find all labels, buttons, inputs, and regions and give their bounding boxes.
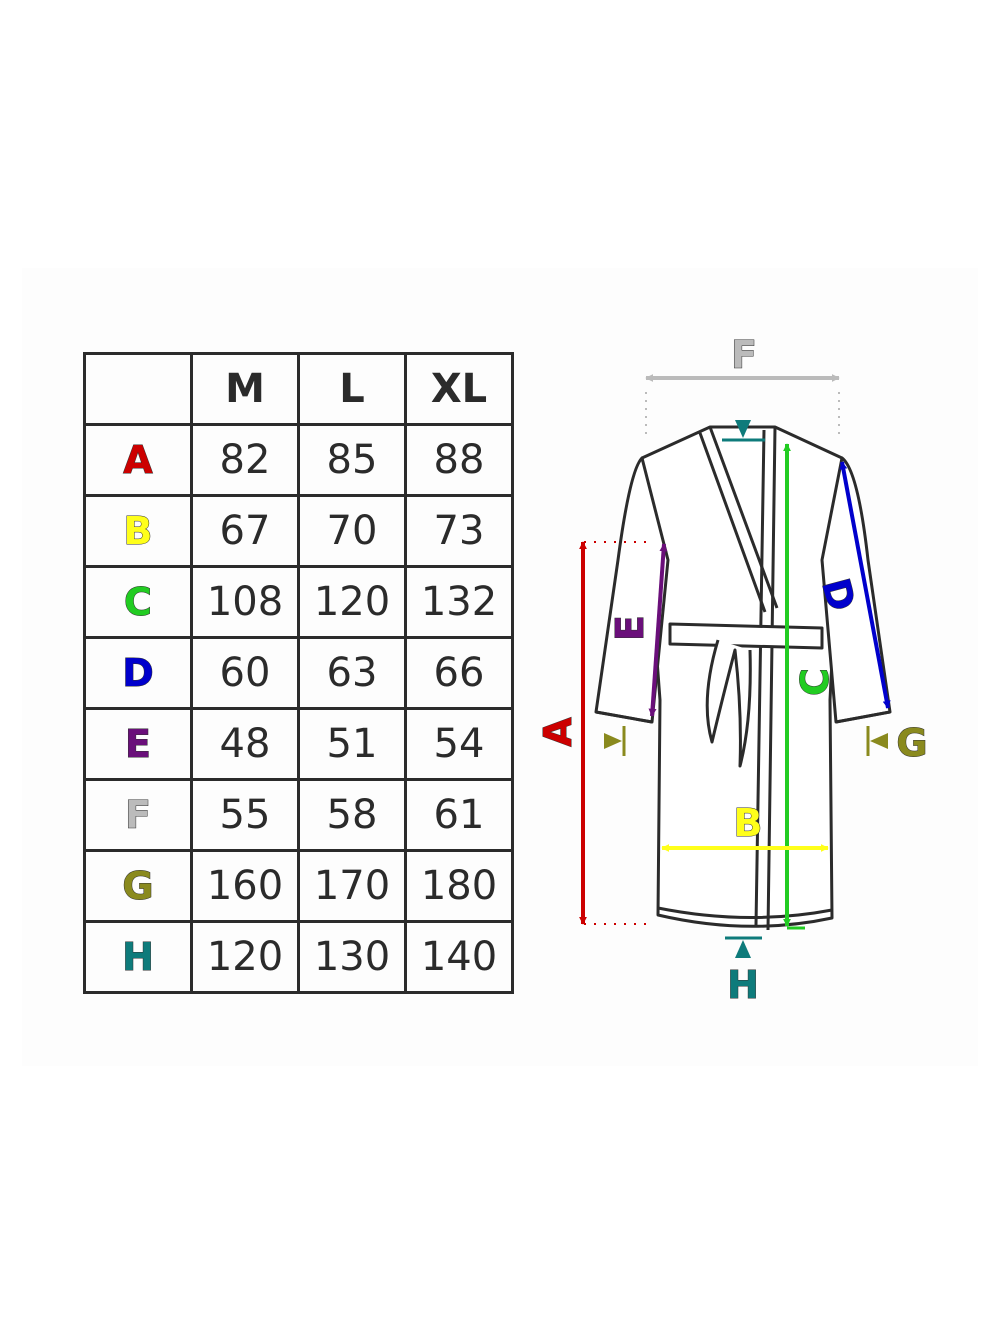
dimension-f xyxy=(645,374,840,440)
table-row: F 55 58 61 xyxy=(83,778,514,852)
table-cell: 66 xyxy=(404,636,514,710)
label-b: B xyxy=(734,801,763,845)
table-cell: 140 xyxy=(404,920,514,994)
row-key: H xyxy=(83,920,193,994)
table-cell: 54 xyxy=(404,707,514,781)
hem xyxy=(657,906,833,919)
dimension-g xyxy=(604,726,888,756)
table-row: B 67 70 73 xyxy=(83,494,514,568)
row-key: B xyxy=(83,494,193,568)
row-key: G xyxy=(83,849,193,923)
table-cell: 82 xyxy=(190,423,300,497)
header-size-l: L xyxy=(297,352,407,426)
table-cell: 55 xyxy=(190,778,300,852)
table-row: H 120 130 140 xyxy=(83,920,514,994)
dimension-h xyxy=(722,420,765,958)
label-e: E xyxy=(608,615,652,641)
bathrobe-outline xyxy=(594,425,892,931)
table-cell: 67 xyxy=(190,494,300,568)
row-key: A xyxy=(83,423,193,497)
collar-left xyxy=(698,426,779,613)
size-chart-table: M L XL A 82 85 88 B 67 70 73 C 108 120 1… xyxy=(83,352,514,994)
table-cell: 132 xyxy=(404,565,514,639)
table-cell: 120 xyxy=(190,920,300,994)
table-cell: 88 xyxy=(404,423,514,497)
table-cell: 130 xyxy=(297,920,407,994)
row-key: E xyxy=(83,707,193,781)
table-cell: 48 xyxy=(190,707,300,781)
belt-knot xyxy=(705,639,752,768)
table-cell: 61 xyxy=(404,778,514,852)
label-a: A xyxy=(536,717,580,747)
table-cell: 63 xyxy=(297,636,407,710)
row-key: C xyxy=(83,565,193,639)
header-corner-cell xyxy=(83,352,193,426)
d-arrow xyxy=(839,461,891,709)
label-c: C xyxy=(793,668,837,696)
table-cell: 120 xyxy=(297,565,407,639)
label-g: G xyxy=(896,721,927,765)
e-arrow xyxy=(648,543,668,717)
table-cell: 108 xyxy=(190,565,300,639)
table-cell: 85 xyxy=(297,423,407,497)
g-left-arrowhead xyxy=(604,733,622,749)
table-cell: 51 xyxy=(297,707,407,781)
header-size-xl: XL xyxy=(404,352,514,426)
table-row: A 82 85 88 xyxy=(83,423,514,497)
right-sleeve-cuff xyxy=(835,710,891,724)
table-cell: 160 xyxy=(190,849,300,923)
table-row: D 60 63 66 xyxy=(83,636,514,710)
belt xyxy=(668,622,824,650)
table-row: C 108 120 132 xyxy=(83,565,514,639)
h-bottom-arrowhead xyxy=(735,940,751,958)
label-f: F xyxy=(731,333,757,377)
left-sleeve-cuff xyxy=(595,710,653,724)
header-size-m: M xyxy=(190,352,300,426)
table-cell: 58 xyxy=(297,778,407,852)
table-cell: 170 xyxy=(297,849,407,923)
table-header-row: M L XL xyxy=(83,352,514,426)
table-cell: 180 xyxy=(404,849,514,923)
h-top-arrowhead xyxy=(735,420,751,438)
table-cell: 60 xyxy=(190,636,300,710)
table-row: E 48 51 54 xyxy=(83,707,514,781)
row-key: F xyxy=(83,778,193,852)
table-cell: 70 xyxy=(297,494,407,568)
g-right-arrowhead xyxy=(870,733,888,749)
row-key: D xyxy=(83,636,193,710)
table-cell: 73 xyxy=(404,494,514,568)
dimension-a xyxy=(579,541,646,925)
table-row: G 160 170 180 xyxy=(83,849,514,923)
label-h: H xyxy=(727,963,759,1007)
